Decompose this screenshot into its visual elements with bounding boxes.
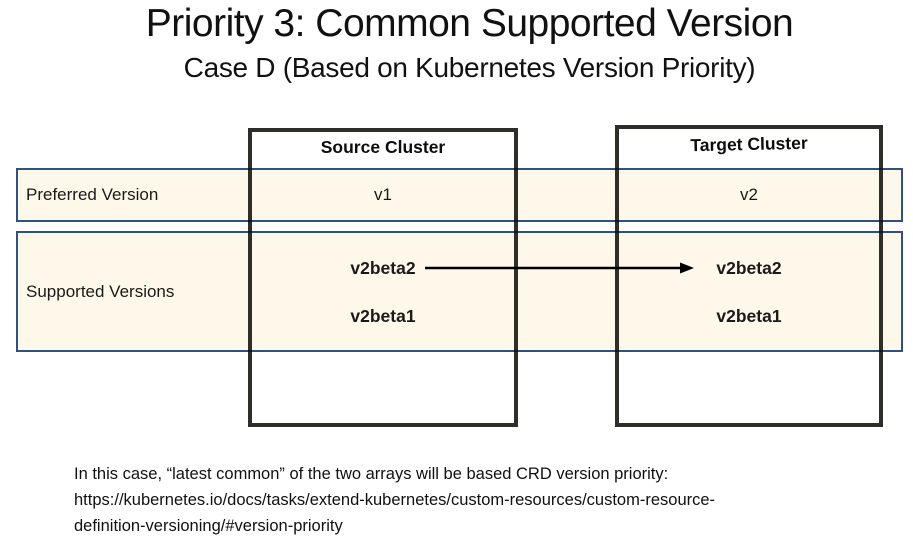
supported-version-target-item: v2beta2 [716,258,782,278]
footnote-url-line: definition-versioning/#version-priority [74,517,343,535]
supported-version-source-item: v2beta2 [350,258,416,278]
supported-versions-label: Supported Versions [26,281,175,301]
preferred-version-target-value: v2 [740,185,758,204]
supported-version-target-item: v2beta1 [716,306,782,326]
footnote-line: In this case, “latest common” of the two… [74,465,669,483]
supported-versions-row: Supported Versions [16,231,903,352]
source-cluster-box: Source Cluster [248,128,518,427]
version-mapping-arrow [425,262,694,274]
preferred-version-label: Preferred Version [26,185,159,204]
page-subtitle: Case D (Based on Kubernetes Version Prio… [183,52,756,83]
preferred-version-row: Preferred Version [16,168,903,222]
target-cluster-header: Target Cluster [690,132,808,156]
source-cluster-header: Source Cluster [320,137,446,157]
page-title: Priority 3: Common Supported Version [145,2,794,45]
supported-version-source-item: v2beta1 [350,306,416,326]
footnote-url-line: https://kubernetes.io/docs/tasks/extend-… [74,491,716,509]
footnote: In this case, “latest common” of the two… [74,461,834,539]
preferred-version-source-value: v1 [374,185,392,204]
target-cluster-box: Target Cluster [615,125,883,427]
